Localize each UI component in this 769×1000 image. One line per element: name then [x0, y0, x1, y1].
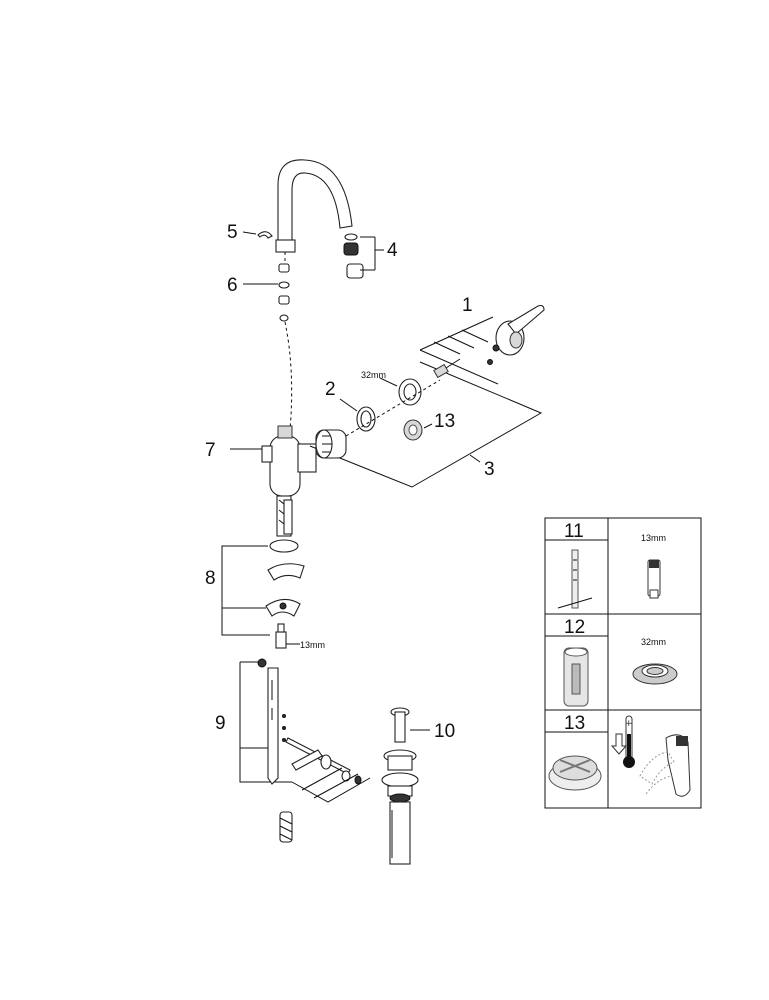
pop-up-waste: [381, 707, 430, 865]
callout-2: 2: [325, 379, 336, 400]
t-wrench-icon: [557, 549, 593, 609]
cover-ring: [339, 398, 376, 432]
callout-8: 8: [205, 568, 216, 589]
tools-table: 11 12 13 13mm 32mm: [544, 517, 702, 809]
dimension-32mm: 32mm: [361, 370, 386, 380]
thermometer-icon: +: [623, 715, 635, 768]
callout-9: 9: [215, 713, 226, 734]
arrow-down-icon: [610, 733, 628, 755]
spout: [275, 159, 353, 253]
dimension-13mm: 13mm: [300, 640, 325, 650]
table-row-11-size: 13mm: [641, 533, 666, 543]
callout-13: 13: [434, 411, 455, 432]
callout-7: 7: [205, 440, 216, 461]
supply-hose: [279, 811, 293, 843]
clip-part: [242, 231, 273, 239]
socket-13mm-icon: [647, 559, 661, 599]
washer-stack: [243, 263, 290, 322]
callout-3: 3: [484, 459, 495, 480]
lever-rotation-icon: [639, 734, 691, 797]
table-row-12-size: 32mm: [641, 637, 666, 647]
svg-text:+: +: [625, 719, 633, 729]
lever-handle: [495, 304, 545, 356]
cartridge: [315, 429, 347, 459]
callout-10: 10: [434, 721, 455, 742]
table-row-11-number: 11: [564, 521, 584, 542]
cartridge-tool-icon: [563, 647, 589, 707]
callout-1: 1: [462, 295, 473, 316]
aerator-parts: [343, 233, 384, 279]
temperature-limiter: [403, 419, 433, 441]
nut-32mm-icon: [632, 663, 678, 685]
pop-up-linkage: [239, 658, 371, 803]
callout-4: 4: [387, 240, 398, 261]
temperature-limiter-icon: [548, 755, 602, 791]
cartridge-assembly: [309, 304, 545, 488]
table-row-13-number: 13: [564, 713, 585, 734]
cartridge-nut: [379, 377, 422, 406]
table-row-12-number: 12: [564, 617, 585, 638]
mounting-set: [221, 539, 305, 649]
callout-5: 5: [227, 222, 238, 243]
mixer-body: [230, 425, 317, 537]
callout-6: 6: [227, 275, 238, 296]
